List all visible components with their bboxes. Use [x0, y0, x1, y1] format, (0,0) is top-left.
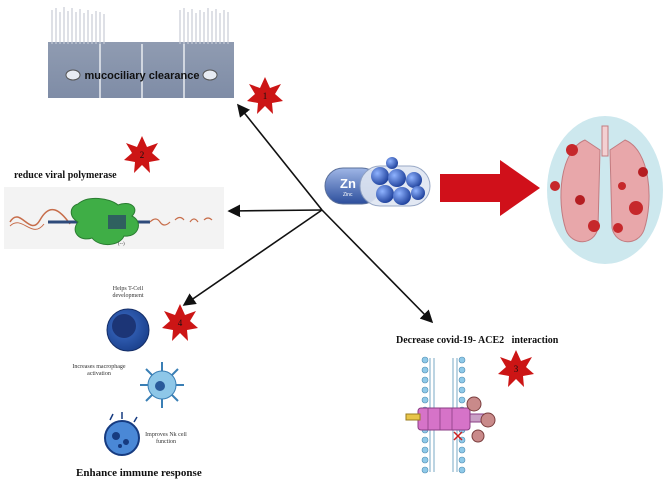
- immune-cells-image: [104, 308, 184, 456]
- immune-label: Enhance immune response: [76, 467, 202, 479]
- arrow-to-ace2: [321, 209, 434, 324]
- zinc-capsule-image: [324, 157, 431, 207]
- tcell-note: Helps T-Cell development: [112, 286, 144, 299]
- badge-2: 2: [124, 136, 160, 173]
- nk-note: Improves Nk cell function: [145, 432, 187, 445]
- nk-note-box: Improves Nk cell function: [145, 432, 187, 445]
- arrow-to-mucociliary: [237, 103, 323, 211]
- polymerase-note: (--): [118, 242, 125, 247]
- badge-3-number: 3: [514, 364, 519, 374]
- red-arrow-to-lungs: [440, 160, 540, 216]
- infected-lungs-image: [547, 116, 663, 264]
- tcell-note-box: Helps T-Cell development: [112, 286, 144, 299]
- arrow-to-polymerase: [227, 204, 323, 218]
- macrophage-note-box: Increases macrophage activation: [72, 364, 126, 377]
- ace2-membrane-image: [405, 356, 496, 474]
- viral-polymerase-image: [4, 187, 224, 249]
- mucociliary-label: mucociliary clearance: [85, 70, 200, 82]
- zinc-symbol: Zn: [340, 176, 356, 191]
- badge-1: 1: [247, 77, 283, 114]
- mucociliary-epithelium-image: [48, 7, 234, 98]
- ace2-label: Decrease covid-19- ACE2 interaction: [396, 335, 559, 346]
- arrow-to-immune: [182, 209, 323, 306]
- badge-4-number: 4: [178, 318, 183, 328]
- polymerase-label: reduce viral polymerase: [14, 170, 117, 181]
- badge-3: 3: [498, 350, 534, 387]
- macrophage-note: Increases macrophage activation: [72, 364, 126, 377]
- badge-1-number: 1: [263, 91, 268, 101]
- badge-4: 4: [162, 304, 198, 341]
- badge-2-number: 2: [140, 150, 145, 160]
- zinc-name: Zinc: [343, 192, 353, 198]
